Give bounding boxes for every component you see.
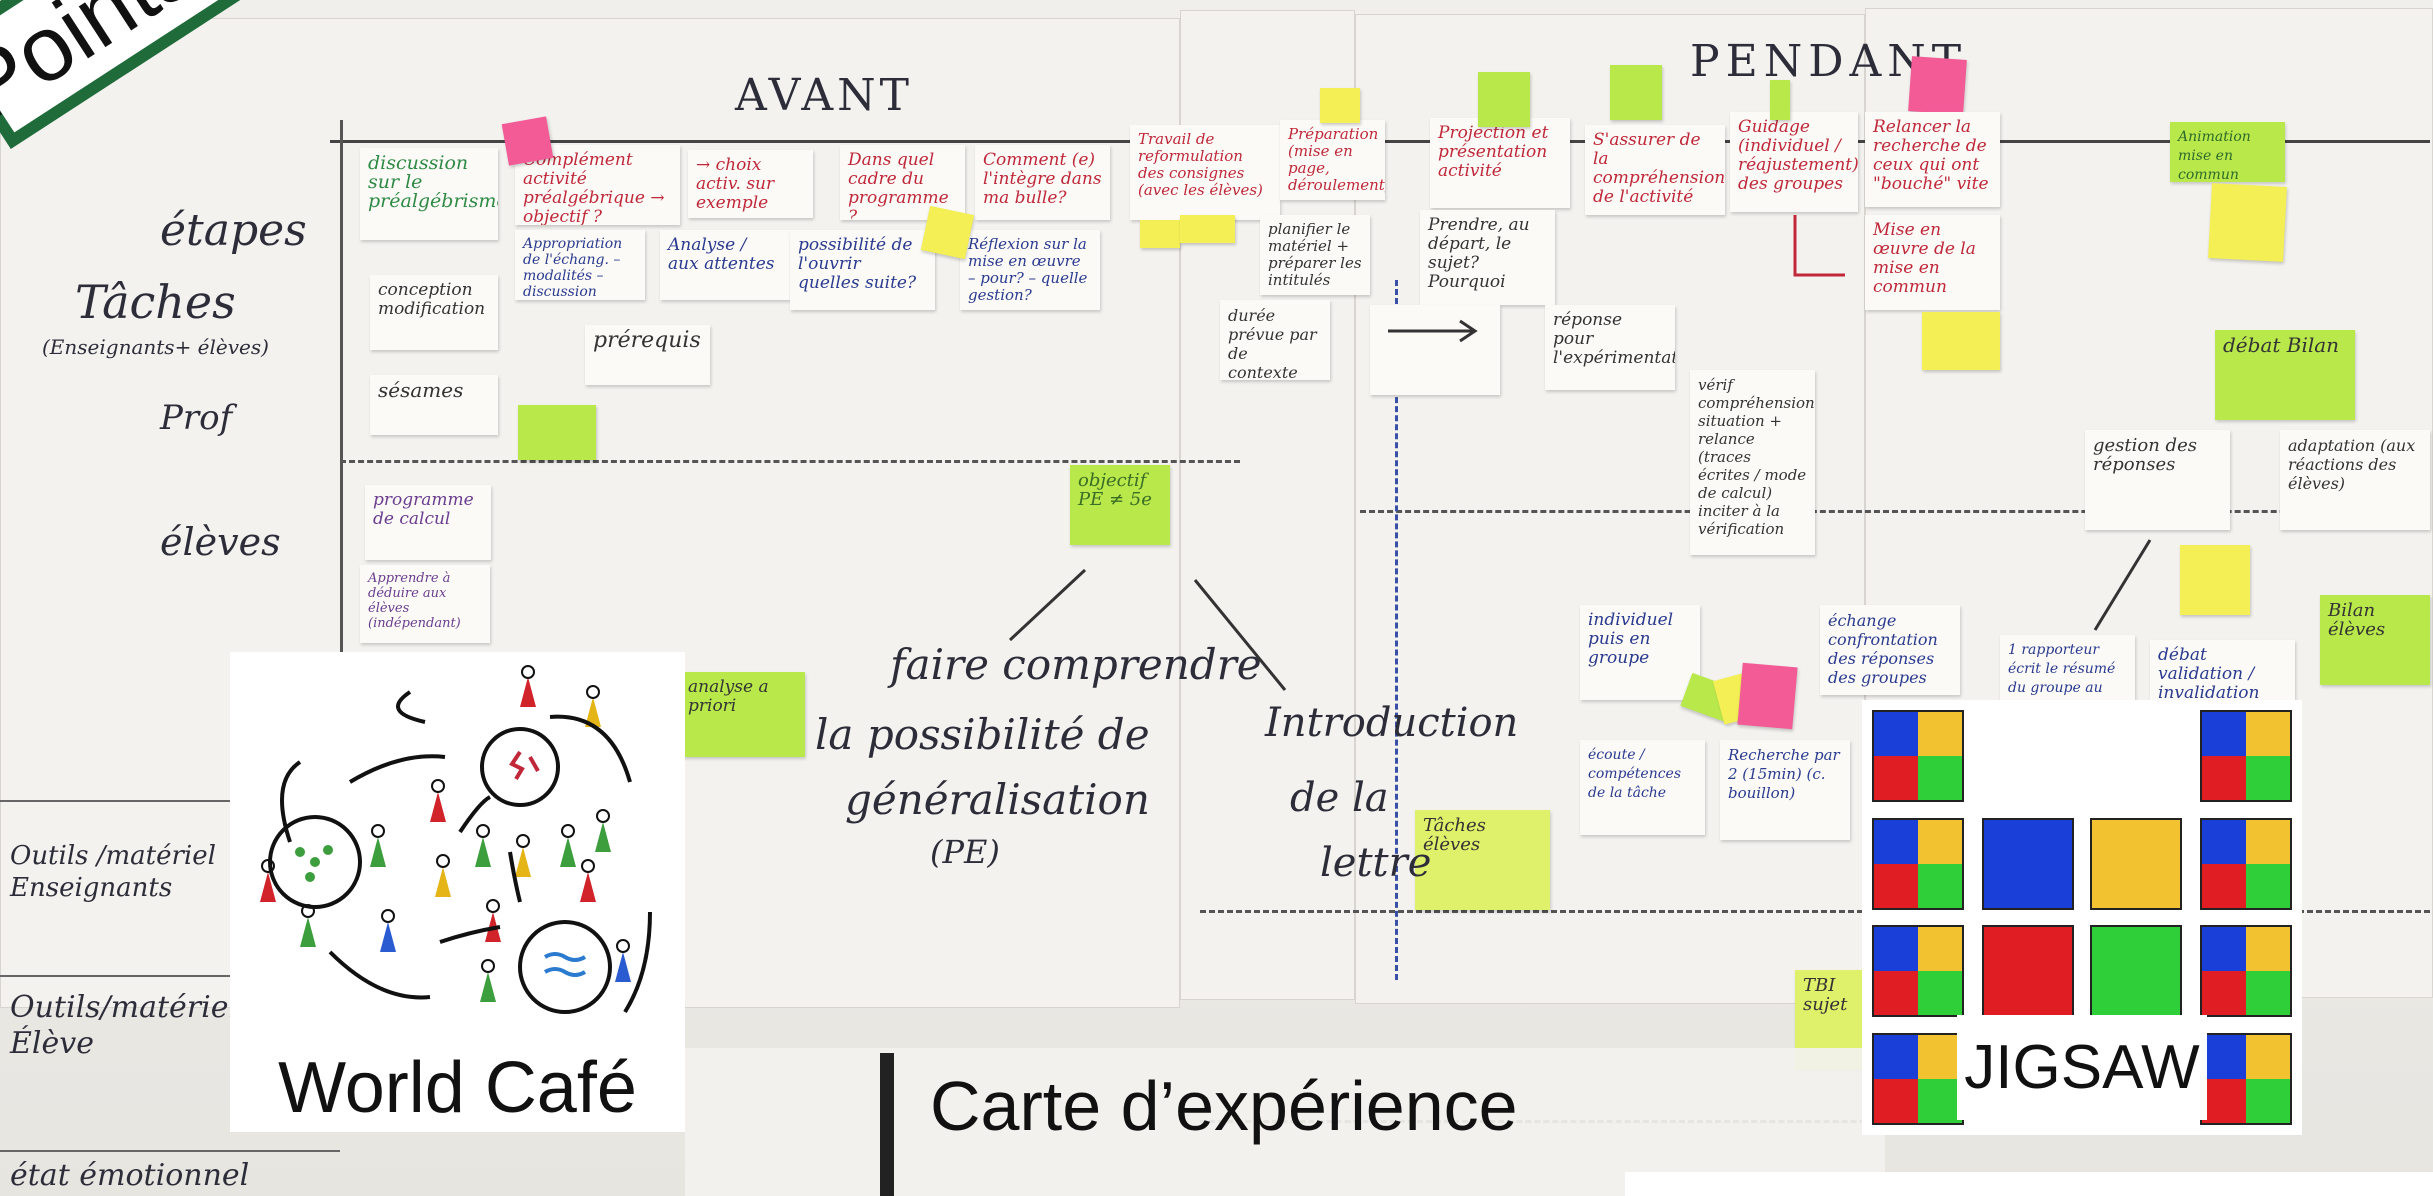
row-separator: [0, 800, 340, 802]
scribble-intro1: Introduction: [1265, 700, 1519, 746]
puzzle-piece-icon: [1872, 1033, 1964, 1125]
scribble-intro3: lettre: [1320, 840, 1432, 886]
dashed-row-line: [1200, 910, 2430, 913]
bottom-strip: [1625, 1172, 2433, 1196]
scribble-intro2: de la: [1290, 775, 1389, 821]
arrow-line: [1193, 579, 1287, 691]
note-recherche: Recherche par 2 (15min) (c. bouillon): [1720, 740, 1850, 840]
note-programme: programme de calcul: [365, 485, 491, 560]
note-possibilite: possibilité de l'ouvrir quelles suite?: [790, 230, 935, 310]
note-comment: Comment (e) l'intègre dans ma bulle?: [975, 145, 1110, 220]
note-conception: conception modification: [370, 275, 498, 350]
note-objectif: objectif PE ≠ 5e: [1070, 465, 1170, 545]
note-travail: Travail de reformulation des consignes (…: [1130, 125, 1280, 220]
row-label-taches: Tâches: [75, 275, 236, 329]
row-label-etat: état émotionnel: [10, 1158, 250, 1193]
world-cafe-title: World Café: [278, 1048, 637, 1128]
puzzle-piece-icon: [1982, 925, 2074, 1017]
dashed-row-line: [340, 460, 1240, 463]
scribble-faire: faire comprendre: [890, 640, 1262, 689]
sticky-lime: [518, 405, 596, 460]
note-sesames: sésames: [370, 375, 498, 435]
puzzle-piece-icon: [2200, 818, 2292, 910]
dashed-row-line: [1360, 510, 2430, 513]
sticky-lime: [1478, 72, 1530, 127]
row-label-outils-enseignants: Outils /matériel Enseignants: [10, 841, 216, 903]
sticky-yellow: [1320, 88, 1360, 123]
note-ecoute: écoute / compétences de la tâche: [1580, 740, 1705, 835]
scribble-generalisation: généralisation: [845, 775, 1150, 824]
dashed-vertical-line: [1395, 280, 1398, 980]
note-bilan: Bilan élèves: [2320, 595, 2430, 685]
puzzle-piece-icon: [2200, 925, 2292, 1017]
note-relancer: Relancer la recherche de ceux qui ont "b…: [1865, 112, 2000, 207]
sticky-yellow: [1922, 312, 2000, 370]
note-adaptation: adaptation (aux réactions des élèves): [2280, 430, 2430, 530]
sticky-lime: [1610, 65, 1662, 120]
note-appropriation: Appropriation de l'échang. – modalités –…: [515, 230, 645, 300]
carte-title: Carte d’expérience: [930, 1067, 1518, 1145]
arrow-line: [2093, 539, 2152, 631]
world-cafe-illustration-icon: [260, 665, 652, 1014]
note-analyse-priori: analyse a priori: [680, 672, 805, 757]
row-label-taches-sub: (Enseignants+ élèves): [42, 335, 269, 359]
note-arrow: [1370, 305, 1500, 395]
row-label-outils-eleve: Outils/matériel Élève: [10, 990, 239, 1061]
puzzle-piece-icon: [2200, 710, 2292, 802]
caption-divider: [880, 1053, 894, 1196]
world-cafe-card: World Café: [230, 652, 685, 1132]
note-discussion: discussion sur le préalgébrisme: [360, 148, 498, 240]
note-choix: → choix activ. sur exemple: [688, 150, 813, 218]
note-animation: Animation mise en commun: [2170, 122, 2285, 182]
note-taches-eleves: Tâches élèves: [1415, 810, 1550, 910]
note-apprendre: Apprendre à déduire aux élèves (indépend…: [360, 565, 490, 643]
row-label-etapes: étapes: [160, 205, 307, 256]
jigsaw-title: JIGSAW: [1957, 1015, 2207, 1120]
puzzle-piece-icon: [1872, 818, 1964, 910]
note-echange: échange confrontation des réponses des g…: [1820, 605, 1960, 695]
note-cadre: Dans quel cadre du programme ?: [840, 145, 965, 220]
carte-caption-box: Carte d’expérience: [685, 1048, 1885, 1196]
note-duree: durée prévue par de contexte: [1220, 300, 1330, 380]
note-projection: Projection et présentation activité: [1430, 118, 1570, 208]
puzzle-piece-icon: [2090, 925, 2182, 1017]
arrow-right-icon: [1388, 319, 1478, 343]
scribble-possibilite: la possibilité de: [815, 710, 1150, 759]
row-label-prof: Prof: [160, 398, 233, 438]
note-individuel: individuel puis en groupe: [1580, 605, 1700, 700]
note-assurer: S'assurer de la compréhension de l'activ…: [1585, 125, 1725, 215]
puzzle-piece-icon: [1872, 710, 1964, 802]
row-label-eleves: élèves: [160, 520, 281, 564]
puzzle-piece-icon: [1872, 925, 1964, 1017]
puzzle-piece-icon: [2090, 818, 2182, 910]
note-planifier: planifier le matériel + préparer les int…: [1260, 215, 1370, 295]
note-guidage: Guidage (individuel / réajustement) des …: [1730, 112, 1858, 212]
puzzle-piece-icon: [1982, 818, 2074, 910]
scribble-pe: (PE): [930, 833, 1000, 871]
row-label-divider: [340, 120, 343, 1000]
note-verif: vérif compréhension situation + relance …: [1690, 370, 1815, 555]
note-mise-commun: Mise en œuvre de la mise en commun: [1865, 215, 2000, 310]
note-reflexion: Réflexion sur la mise en œuvre – pour? –…: [960, 230, 1100, 310]
note-gestion: gestion des réponses: [2085, 430, 2230, 530]
jigsaw-card: JIGSAW: [1862, 700, 2302, 1135]
header-avant: AVANT: [735, 70, 913, 121]
arrow-line: [1793, 215, 1845, 277]
arrow-line: [1008, 568, 1087, 642]
puzzle-piece-icon: [2200, 1033, 2292, 1125]
sticky-yellow: [1180, 215, 1235, 243]
note-prendre: Prendre, au départ, le sujet? Pourquoi: [1420, 210, 1555, 305]
sticky-lime: [1770, 80, 1790, 120]
sticky-yellow: [1140, 220, 1180, 248]
sticky-yellow: [2180, 545, 2250, 615]
row-separator: [0, 975, 340, 977]
note-debat: débat Bilan: [2215, 330, 2355, 420]
note-prerequis: prérequis: [585, 325, 710, 385]
note-analyse: Analyse / aux attentes: [660, 230, 790, 300]
note-preparation: Préparation (mise en page, déroulement): [1280, 120, 1385, 200]
row-separator: [0, 1150, 340, 1152]
note-reponse: réponse pour l'expérimentation: [1545, 305, 1675, 390]
